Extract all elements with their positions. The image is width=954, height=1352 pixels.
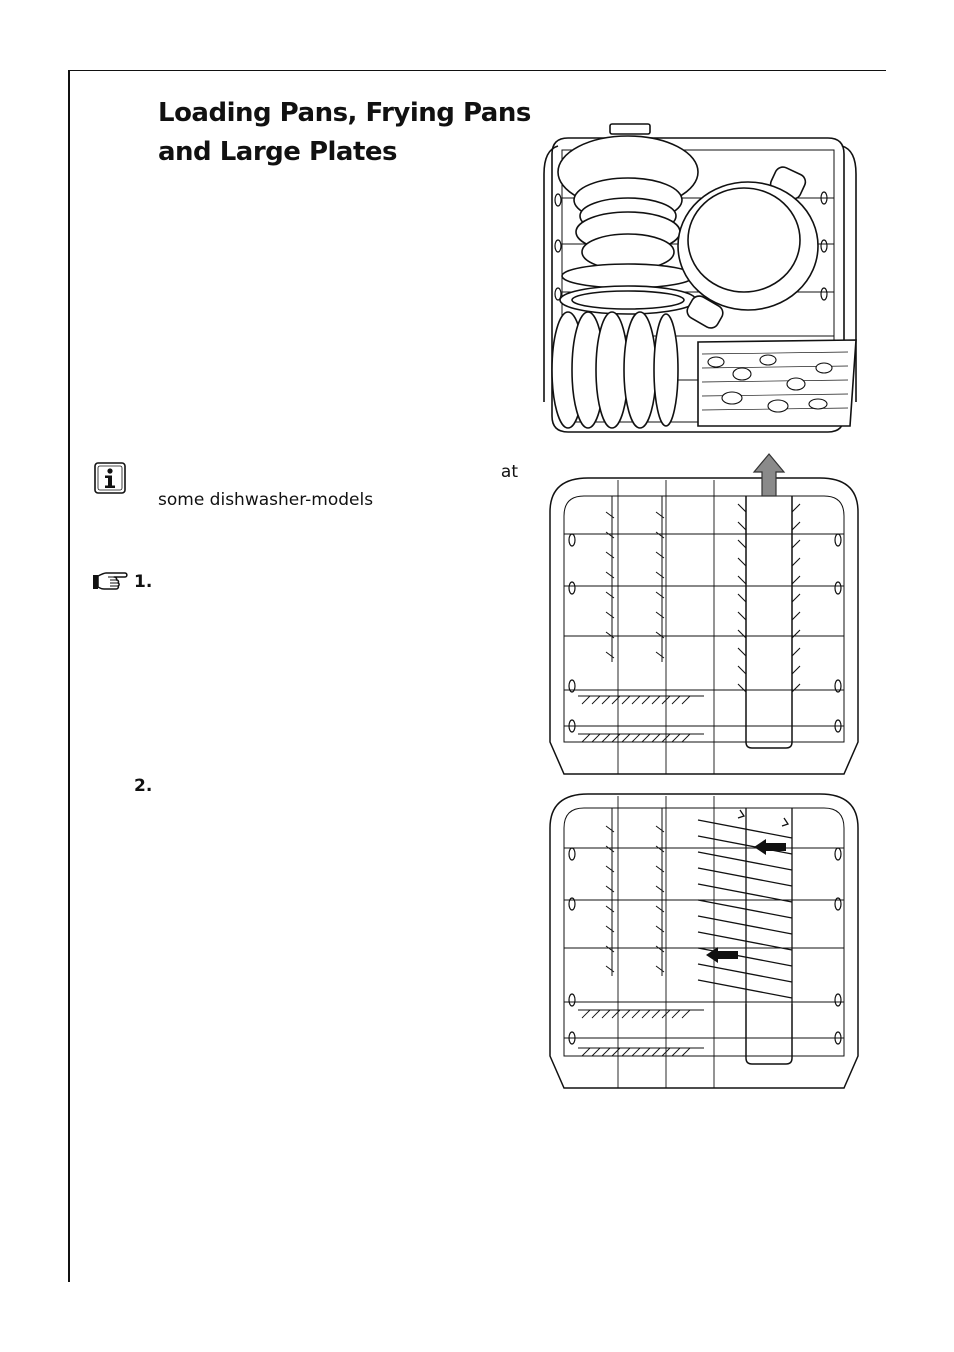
- info-icon: [94, 462, 126, 494]
- top-rule: [68, 70, 886, 71]
- left-margin-rule: [68, 70, 70, 1282]
- page-title: Loading Pans, Frying Pans and Large Plat…: [158, 94, 538, 172]
- basket-plate-rack-raised-illustration: [549, 453, 859, 775]
- left-arrow-icon-upper: [754, 839, 786, 855]
- up-arrow-icon: [752, 453, 786, 497]
- lower-basket-loaded-illustration: [543, 123, 857, 433]
- basket-plate-rack-folded-illustration: [549, 793, 859, 1089]
- info-note-line-2: some dishwasher-models: [158, 490, 374, 510]
- title-line-1: Loading Pans, Frying Pans: [158, 98, 531, 128]
- step-2-number: 2.: [134, 776, 153, 796]
- left-arrow-icon-lower: [706, 947, 738, 963]
- title-line-2: and Large Plates: [158, 137, 398, 167]
- pointing-hand-icon: [93, 572, 128, 590]
- info-note: at some dishwasher-models: [158, 458, 518, 514]
- info-note-line-1: at: [500, 462, 518, 482]
- step-1-number: 1.: [134, 572, 153, 592]
